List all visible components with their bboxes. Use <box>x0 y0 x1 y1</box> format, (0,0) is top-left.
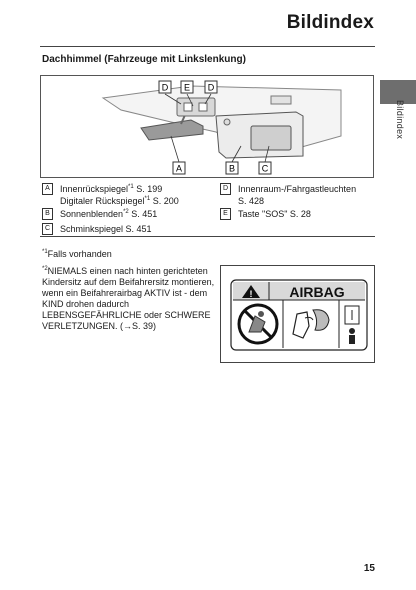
title-rule <box>40 46 375 47</box>
legend-letter-b: B <box>42 208 53 220</box>
seat-outline-icon <box>292 311 310 339</box>
footnote-1-text: Falls vorhanden <box>47 249 112 259</box>
callout-box-c <box>258 161 272 175</box>
callout-a: A <box>176 164 182 174</box>
footnote-2-mark: *2 <box>42 266 48 272</box>
footnotes: *1Falls vorhanden *2NIEMALS einen nach h… <box>42 249 217 332</box>
airbag-header-band <box>233 282 365 300</box>
callout-box-b <box>225 161 239 175</box>
legend-a-line1-sup: *1 <box>128 184 134 190</box>
warning-triangle-icon <box>242 285 260 298</box>
child-seat-icon <box>248 315 266 333</box>
footnote-1-mark: *1 <box>42 249 48 255</box>
info-person-head-icon <box>349 328 355 334</box>
callout-box-d1 <box>158 80 172 94</box>
airbag-title: AIRBAG <box>289 284 344 300</box>
legend-b-ref[interactable]: S. 451 <box>128 209 158 219</box>
dome-light-left <box>183 102 193 112</box>
vanity-mirror <box>250 125 292 151</box>
section-tab[interactable] <box>380 80 416 104</box>
callout-line-c <box>264 145 270 163</box>
legend-b-sup: *2 <box>123 209 129 215</box>
callout-line-a <box>170 135 180 163</box>
airbag-warning-label: ! AIRBAG <box>220 265 375 363</box>
callout-d2: D <box>208 83 215 93</box>
footnote-2: *2NIEMALS einen nach hinten gerichteten … <box>42 266 217 332</box>
callout-b: B <box>229 164 235 174</box>
page-number: 15 <box>363 563 375 574</box>
legend-item-e: E Taste "SOS" S. 28 <box>220 208 375 220</box>
dome-light-right <box>198 102 208 112</box>
visor-hook <box>223 118 231 126</box>
legend-rule <box>40 236 375 237</box>
legend-e-text[interactable]: Taste "SOS" S. 28 <box>238 209 311 219</box>
callout-line-b <box>231 145 242 163</box>
legend-letter-e: E <box>220 208 231 220</box>
legend-a-line1: Innenrückspiegel <box>60 184 129 194</box>
legend-letter-d: D <box>220 183 231 195</box>
callout-e: E <box>184 83 190 93</box>
side-lamp <box>270 95 292 105</box>
footnote-2-text: NIEMALS einen nach hinten gerichteten Ki… <box>42 266 215 331</box>
legend-a-line2: Digitaler Rückspiegel <box>60 196 145 206</box>
legend-letter-a: A <box>42 183 53 195</box>
legend-a-line2-sup: *1 <box>144 196 151 202</box>
child-head-icon <box>258 311 264 317</box>
headliner-illustration: D E D A B C <box>101 80 342 175</box>
footnote-1: *1Falls vorhanden <box>42 249 217 260</box>
legend-d-line1: Innenraum-/Fahrgastleuchten <box>238 184 357 194</box>
legend-item-a: A Innenrückspiegel*1 S. 199 Digitaler Rü… <box>42 183 212 207</box>
headliner-figure: D E D A B C <box>40 75 374 178</box>
warning-symbol: ! <box>250 289 253 299</box>
airbag-label-illustration: ! AIRBAG <box>230 279 368 351</box>
legend-item-d: D Innenraum-/Fahrgastleuchten S. 428 <box>220 183 375 207</box>
callout-box-a <box>172 161 186 175</box>
legend-a-line1-ref[interactable]: S. 199 <box>133 184 163 194</box>
section-heading: Dachhimmel (Fahrzeuge mit Linkslenkung) <box>42 54 246 65</box>
legend-item-b: B Sonnenblenden*2 S. 451 <box>42 208 212 220</box>
callout-c: C <box>262 164 269 174</box>
legend-d-line2[interactable]: S. 428 <box>238 196 265 206</box>
side-tab-label: Bildindex <box>395 100 405 140</box>
legend-c-text[interactable]: Schminkspiegel S. 451 <box>60 224 152 234</box>
callout-line-d2 <box>204 93 212 105</box>
airbag-deploy-icon <box>312 309 330 331</box>
callout-box-e <box>180 80 194 94</box>
callout-line-e <box>186 93 194 107</box>
callout-line-d1 <box>164 93 182 105</box>
legend-item-c: C Schminkspiegel S. 451 <box>42 223 212 235</box>
rear-view-mirror <box>140 119 204 141</box>
legend-a-line2-ref[interactable]: S. 200 <box>150 196 179 206</box>
page-title: Bildindex <box>286 12 374 33</box>
callout-box-d2 <box>204 80 218 94</box>
legend-letter-c: C <box>42 223 53 235</box>
legend-b-text: Sonnenblenden <box>60 209 124 219</box>
arrow-curve-icon <box>304 316 314 321</box>
overhead-console <box>176 97 216 117</box>
callout-d1: D <box>162 83 169 93</box>
info-person-body-icon <box>349 335 355 344</box>
